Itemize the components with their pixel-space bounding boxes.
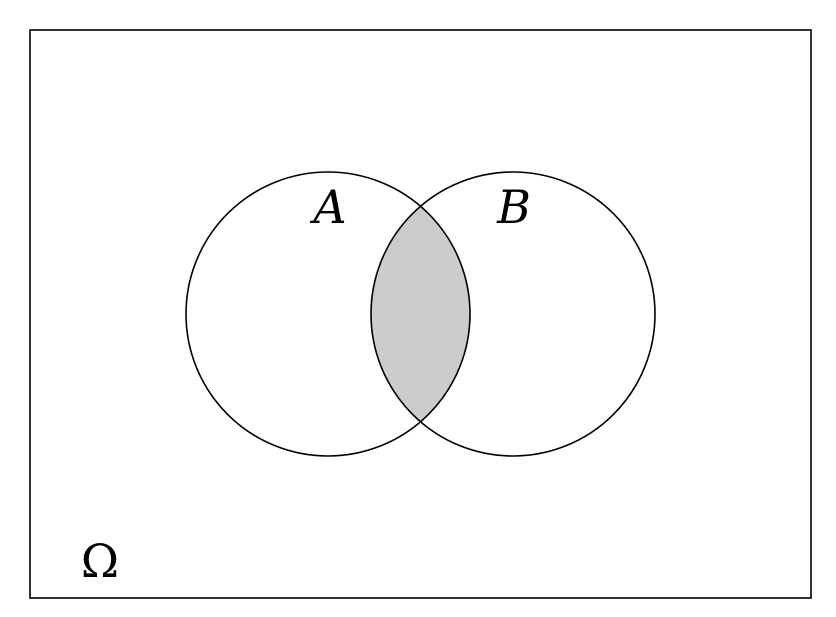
universe-label: Ω — [81, 534, 119, 588]
universe-rectangle — [29, 29, 812, 599]
set-a-circle — [185, 171, 471, 457]
set-b-label: B — [496, 180, 531, 234]
set-a-label: A — [309, 180, 346, 234]
intersection-region — [371, 172, 470, 456]
set-b-circle — [370, 171, 656, 457]
